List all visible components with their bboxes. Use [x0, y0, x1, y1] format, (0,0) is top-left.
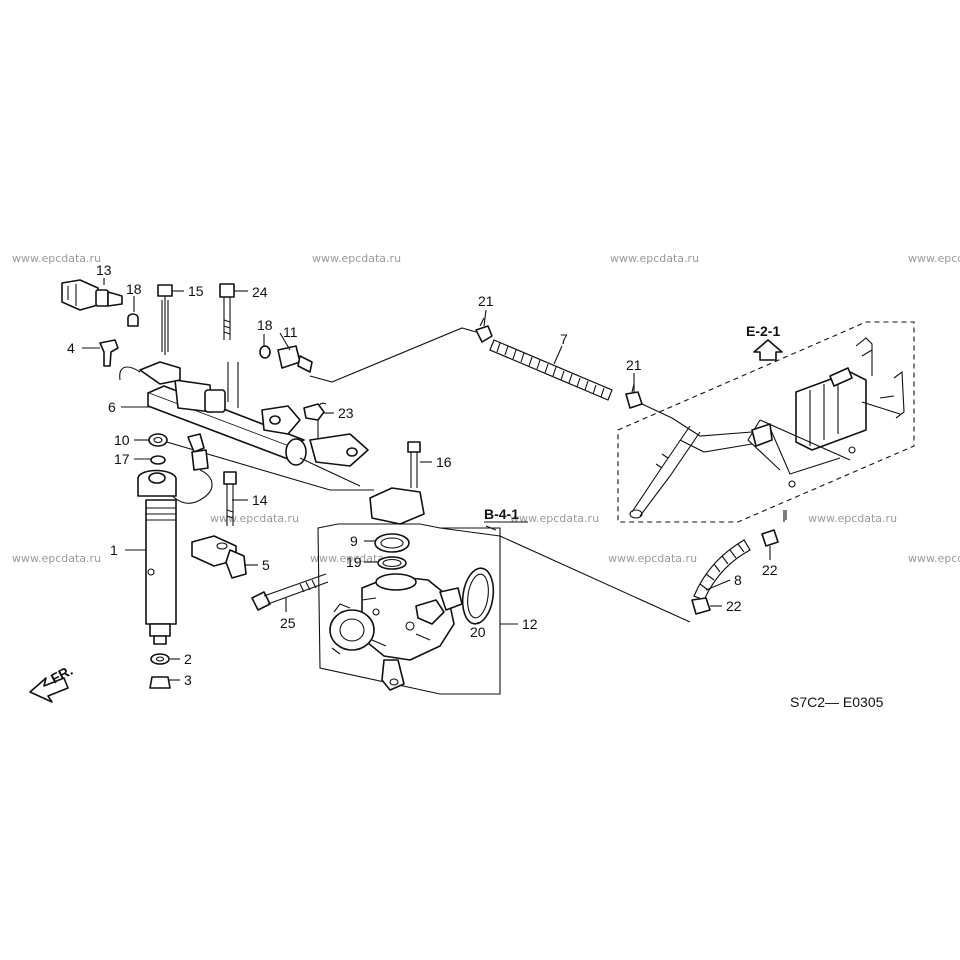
front-arrow-icon [29, 677, 69, 703]
part-25-bolt [251, 573, 329, 611]
callout-21: 21 [478, 293, 494, 309]
callout-6: 6 [108, 399, 116, 415]
watermark: www.epcdata.ru [808, 512, 897, 525]
part-18b-washer [259, 345, 271, 359]
watermark: www.epcdata.ru [610, 252, 699, 265]
watermark: www.epcdata.ru [12, 552, 101, 565]
part-9-oring [374, 533, 410, 553]
callout-4: 4 [67, 340, 75, 356]
part-11-fitting [277, 345, 313, 373]
callout-25: 25 [280, 615, 296, 631]
part-6-fuel-rail [119, 361, 374, 491]
watermark: www.epcdata.ru [908, 252, 960, 265]
callout-20: 20 [470, 624, 486, 640]
part-20-oring [461, 567, 495, 625]
callout-19: 19 [346, 554, 362, 570]
watermarks: www.epcdata.ru www.epcdata.ru www.epcdat… [12, 252, 960, 565]
connecting-lines [309, 327, 691, 623]
part-19-oring [377, 556, 407, 570]
callout-14: 14 [252, 492, 268, 508]
callout-12: 12 [522, 616, 538, 632]
callout-22: 22 [726, 598, 742, 614]
callout-7: 7 [560, 331, 568, 347]
part-18a-washer [127, 313, 139, 327]
leader-lines [82, 278, 771, 681]
part-3-nut [149, 676, 171, 689]
callout-3: 3 [184, 672, 192, 688]
callout-5: 5 [262, 557, 270, 573]
part-13-sensor [61, 279, 123, 311]
e21-assembly-outline [617, 321, 915, 523]
part-22a-clamp [761, 510, 787, 547]
part-14-bolt [223, 471, 237, 526]
callout-21: 21 [626, 357, 642, 373]
callout-15: 15 [188, 283, 204, 299]
callout-16: 16 [436, 454, 452, 470]
callout-11: 11 [283, 324, 298, 340]
callout-9: 9 [350, 533, 358, 549]
evap-canister-assembly [629, 337, 905, 519]
mounting-plate [369, 487, 425, 525]
arrow-up-icon [753, 339, 783, 361]
callout-23: 23 [338, 405, 354, 421]
callout-17: 17 [114, 451, 130, 467]
part-10-seal [148, 433, 168, 447]
watermark: www.epcdata.ru [908, 552, 960, 565]
part-17-seal [150, 455, 166, 465]
part-7-hose [489, 339, 613, 401]
reference-b41: B-4-1 [484, 506, 519, 522]
watermark: www.epcdata.ru [210, 512, 299, 525]
callouts: 13 18 15 24 4 18 11 6 23 10 17 16 14 1 5… [67, 262, 778, 688]
watermark: www.epcdata.ru [12, 252, 101, 265]
part-23-nut [303, 403, 325, 421]
part-4-clip [99, 339, 119, 367]
part-2-washer [150, 653, 170, 665]
part-8-hose [693, 539, 751, 601]
part-15-bolt [157, 284, 173, 355]
part-1-fuel-damper [137, 469, 177, 645]
part-12-assembly-outline [317, 523, 501, 695]
callout-24: 24 [252, 284, 268, 300]
callout-8: 8 [734, 572, 742, 588]
callout-22: 22 [762, 562, 778, 578]
part-5-sensor [191, 535, 247, 579]
throttle-body [329, 573, 463, 691]
part-22b-clamp [691, 597, 711, 615]
callout-10: 10 [114, 432, 130, 448]
part-24-bolt [219, 283, 235, 340]
part-21a-clamp [475, 317, 493, 343]
watermark: www.epcdata.ru [608, 552, 697, 565]
callout-2: 2 [184, 651, 192, 667]
injector-harness [167, 433, 213, 504]
diagram-code: S7C2— E0305 [790, 694, 884, 710]
callout-18: 18 [126, 281, 142, 297]
callout-13: 13 [96, 262, 112, 278]
part-16-bolt [407, 441, 421, 488]
callout-1: 1 [110, 542, 118, 558]
reference-e21: E-2-1 [746, 323, 780, 339]
watermark: www.epcdata.ru [510, 512, 599, 525]
callout-18: 18 [257, 317, 273, 333]
watermark: www.epcdata.ru [312, 252, 401, 265]
